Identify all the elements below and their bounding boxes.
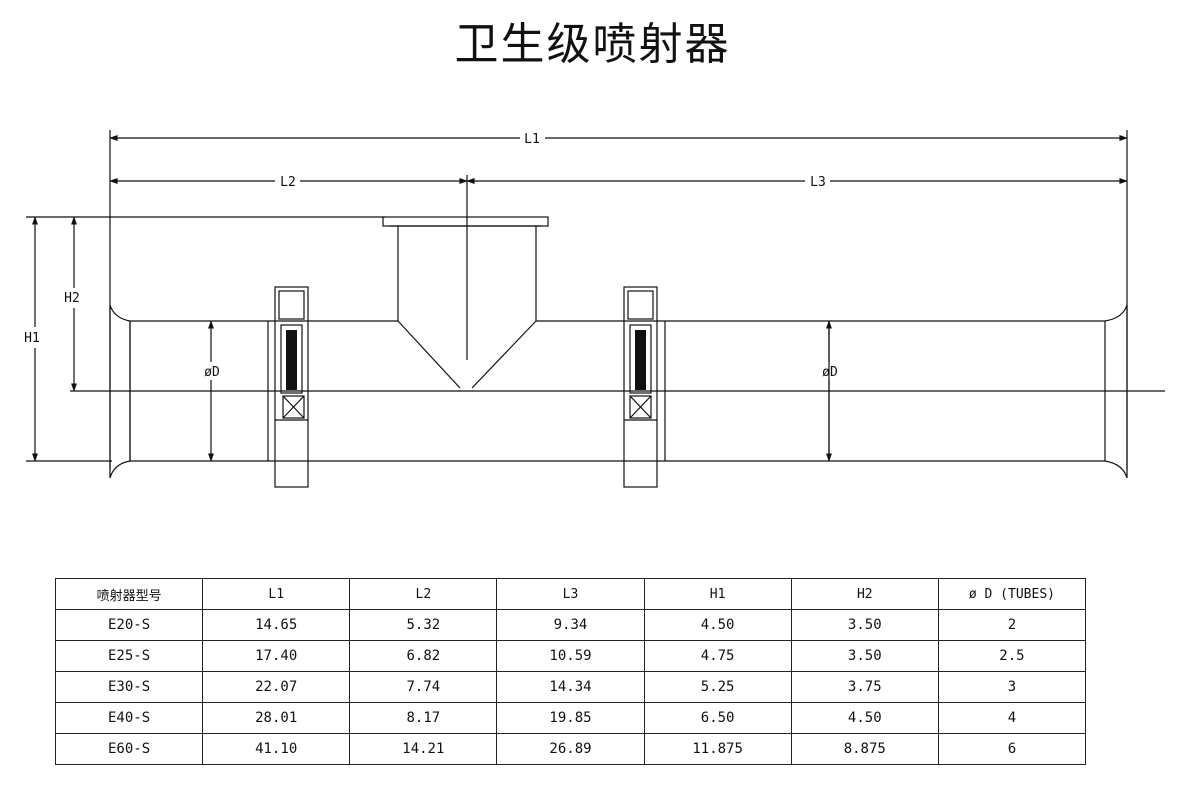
cell-l3: 9.34 — [496, 609, 645, 641]
cell-l2: 7.74 — [349, 671, 498, 703]
cell-l3: 26.89 — [496, 733, 645, 765]
header-model: 喷射器型号 — [54, 578, 204, 610]
cell-l1: 22.07 — [202, 671, 351, 703]
cell-model: E20-S — [54, 609, 204, 641]
clamp-left — [274, 286, 309, 488]
header-d: ø D (TUBES) — [937, 578, 1087, 610]
cell-model: E40-S — [54, 702, 204, 734]
label-d-right: øD — [822, 365, 838, 380]
cell-l2: 8.17 — [349, 702, 498, 734]
clamp-right — [623, 286, 658, 488]
cell-model: E25-S — [54, 640, 204, 672]
cell-l3: 14.34 — [496, 671, 645, 703]
cell-model: E30-S — [54, 671, 204, 703]
table-row: E25-S 17.40 6.82 10.59 4.75 3.50 2.5 — [54, 640, 1087, 672]
cell-l2: 14.21 — [349, 733, 498, 765]
cell-h1: 4.50 — [643, 609, 792, 641]
table-header-row: 喷射器型号 L1 L2 L3 H1 H2 ø D (TUBES) — [54, 578, 1087, 610]
cell-l3: 10.59 — [496, 640, 645, 672]
cell-l3: 19.85 — [496, 702, 645, 734]
cell-d: 3 — [937, 671, 1087, 703]
cell-l1: 41.10 — [202, 733, 351, 765]
header-l1: L1 — [202, 578, 351, 610]
label-d-left: øD — [204, 365, 220, 380]
header-h1: H1 — [643, 578, 792, 610]
gasket-right — [635, 330, 646, 390]
label-h1: H1 — [24, 331, 40, 346]
spec-table: 喷射器型号 L1 L2 L3 H1 H2 ø D (TUBES) E20-S 1… — [54, 578, 1087, 765]
cell-d: 4 — [937, 702, 1087, 734]
inlet-flange — [382, 216, 549, 227]
page-title: 卫生级喷射器 — [454, 19, 731, 70]
table-row: E40-S 28.01 8.17 19.85 6.50 4.50 4 — [54, 702, 1087, 734]
table-row: E60-S 41.10 14.21 26.89 11.875 8.875 6 — [54, 733, 1087, 765]
cell-h2: 3.50 — [790, 609, 939, 641]
header-l3: L3 — [496, 578, 645, 610]
cell-h2: 8.875 — [790, 733, 939, 765]
label-l1: L1 — [524, 132, 540, 147]
cell-h1: 11.875 — [643, 733, 792, 765]
table-row: E30-S 22.07 7.74 14.34 5.25 3.75 3 — [54, 671, 1087, 703]
label-l2: L2 — [280, 175, 296, 190]
cell-l1: 14.65 — [202, 609, 351, 641]
gasket-left — [286, 330, 297, 390]
cell-h1: 4.75 — [643, 640, 792, 672]
cell-h2: 3.50 — [790, 640, 939, 672]
label-l3: L3 — [810, 175, 826, 190]
header-l2: L2 — [349, 578, 498, 610]
inlet-cone — [397, 320, 537, 389]
cell-h1: 5.25 — [643, 671, 792, 703]
cell-l2: 6.82 — [349, 640, 498, 672]
cell-d: 2.5 — [937, 640, 1087, 672]
ejector-drawing: L1 L2 L3 H1 H2 øD øD — [24, 130, 1165, 488]
cell-l1: 28.01 — [202, 702, 351, 734]
cell-model: E60-S — [54, 733, 204, 765]
cell-h2: 4.50 — [790, 702, 939, 734]
cell-h2: 3.75 — [790, 671, 939, 703]
cell-d: 2 — [937, 609, 1087, 641]
header-h2: H2 — [790, 578, 939, 610]
cell-l2: 5.32 — [349, 609, 498, 641]
ferrule-right — [1104, 304, 1128, 479]
cell-d: 6 — [937, 733, 1087, 765]
label-h2: H2 — [64, 291, 80, 306]
cell-h1: 6.50 — [643, 702, 792, 734]
table-row: E20-S 14.65 5.32 9.34 4.50 3.50 2 — [54, 609, 1087, 641]
cell-l1: 17.40 — [202, 640, 351, 672]
